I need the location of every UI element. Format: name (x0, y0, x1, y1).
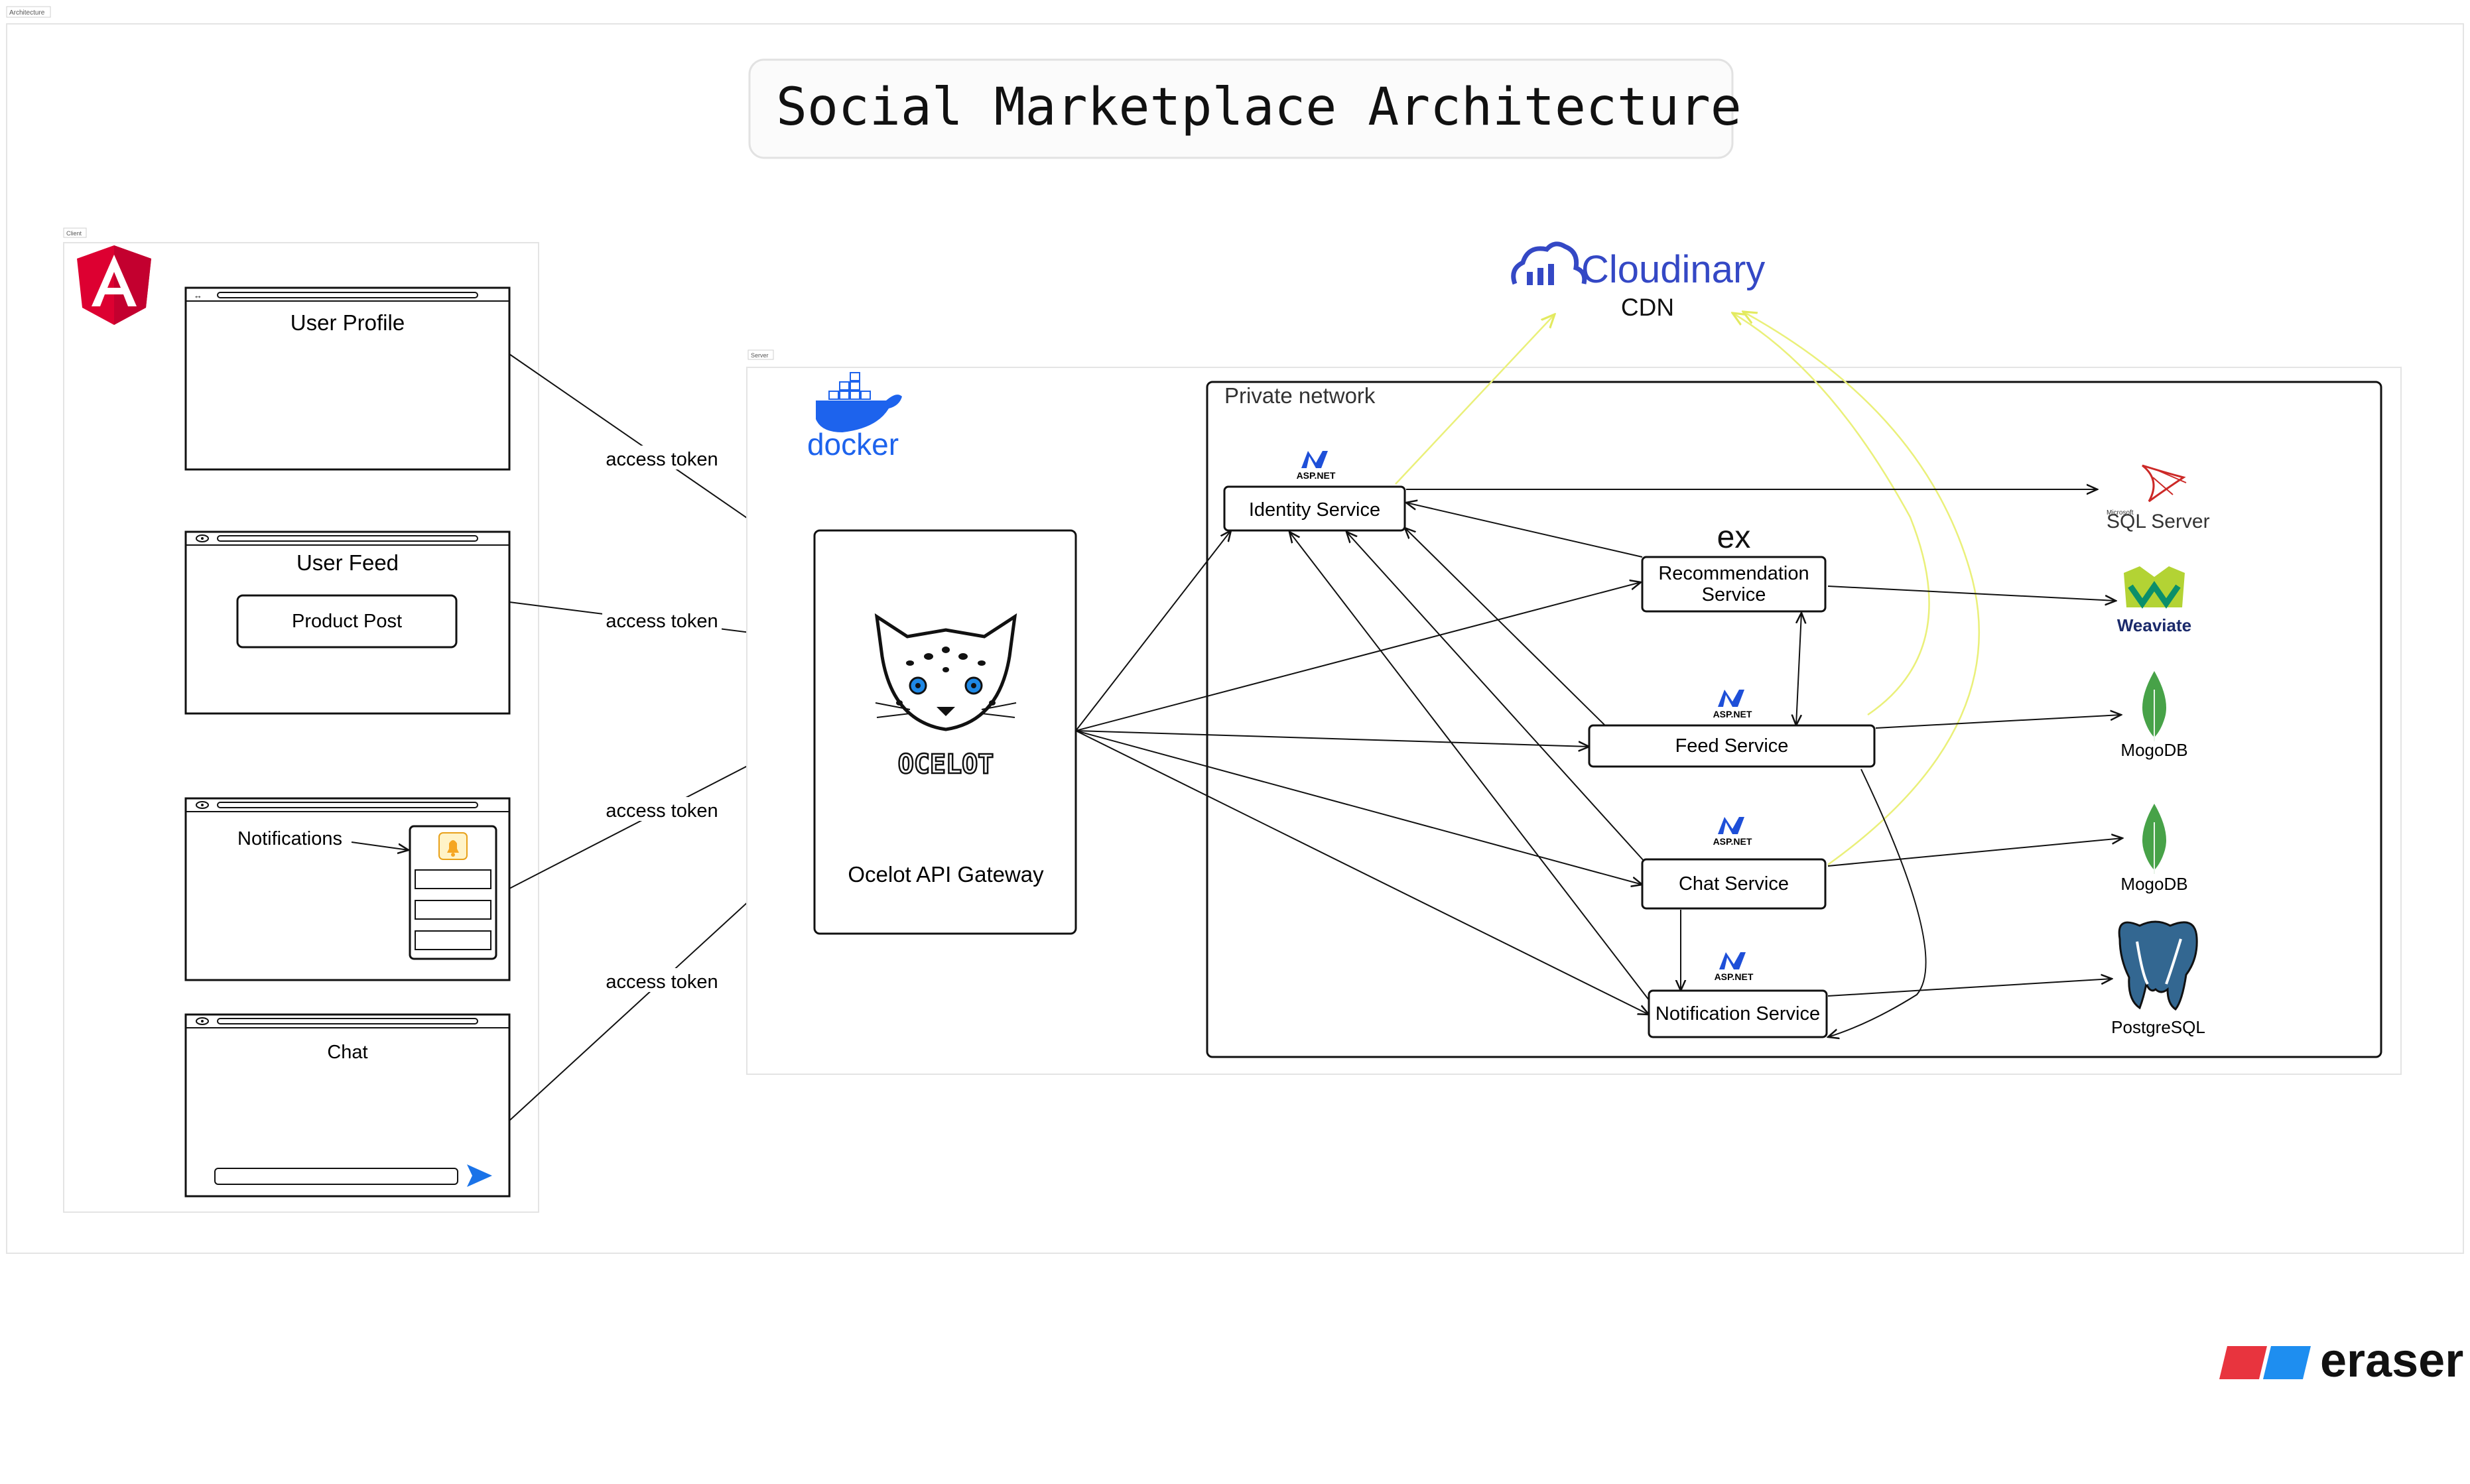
edge-label-token-3: access token (606, 800, 718, 822)
ocelot-gateway[interactable]: OCELOT Ocelot API Gateway (813, 529, 1077, 935)
product-post-card[interactable] (236, 594, 458, 649)
notification-panel (409, 825, 497, 960)
eraser-brand: eraser (2320, 1334, 2463, 1387)
mongodb-2: MogoDB (2120, 804, 2188, 894)
chat-service-label: Chat Service (1679, 873, 1789, 895)
notification-service[interactable]: Notification Service (1648, 989, 1828, 1038)
aspnet-badge: ASP.NET (1713, 690, 1752, 719)
chat-message-input[interactable] (214, 1168, 458, 1185)
private-network-group: Private network (1206, 381, 2382, 1058)
weaviate-label: Weaviate (2117, 615, 2191, 635)
service-edges (1075, 489, 2122, 1037)
sqlserver-label: SQL Server (2107, 511, 2210, 532)
notification-item[interactable] (415, 900, 491, 920)
aspnet-label: ASP.NET (1715, 971, 1754, 982)
recommendation-service-label-1: Recommendation (1658, 563, 1809, 584)
identity-service-label: Identity Service (1249, 499, 1380, 521)
mongodb-2-label: MogoDB (2120, 874, 2187, 894)
user-profile-label: User Profile (291, 310, 405, 335)
private-network-label: Private network (1224, 383, 1376, 408)
mongodb-1-label: MogoDB (2120, 740, 2187, 760)
ocelot-cat-icon (874, 613, 1017, 731)
user-profile-window[interactable]: ↔ User Profile (184, 286, 511, 471)
recommendation-service-label-2: Service (1702, 584, 1766, 605)
notification-item[interactable] (415, 930, 491, 950)
edge-label-token-4: access token (606, 971, 718, 993)
eraser-blue-mark (2263, 1346, 2311, 1379)
mongodb-1: MogoDB (2120, 671, 2188, 760)
title-box: Social Marketplace Architecture (748, 58, 1742, 159)
cdn-edges (1395, 312, 1981, 866)
chat-label: Chat (327, 1042, 367, 1063)
cloudinary-logo: Cloudinary CDN (1511, 241, 1765, 321)
identity-service[interactable]: Identity Service (1223, 485, 1406, 532)
access-token-labels: access token access token access token a… (602, 446, 722, 993)
sqlserver-db: Microsoft SQL Server (2107, 464, 2210, 532)
sqlserver-small-label: Microsoft (2107, 509, 2134, 517)
aspnet-label: ASP.NET (1713, 709, 1752, 719)
recommendation-service[interactable]: Recommendation Service (1641, 556, 1827, 613)
notifications-label: Notifications (237, 828, 342, 849)
send-icon[interactable] (467, 1164, 492, 1187)
docker-logo-icon: docker (807, 372, 902, 462)
edge-label-token-1: access token (606, 449, 718, 470)
weaviate-db: Weaviate (2117, 566, 2191, 635)
feed-service-label: Feed Service (1675, 735, 1789, 757)
user-feed-label: User Feed (296, 550, 399, 575)
cloud-icon (1511, 241, 1587, 285)
address-bar (217, 292, 478, 298)
edge-label-token-2: access token (606, 611, 718, 632)
feed-service[interactable]: Feed Service (1588, 724, 1876, 768)
page-title: Social Marketplace Architecture (776, 78, 1742, 137)
eraser-red-mark (2219, 1346, 2267, 1379)
notification-item[interactable] (415, 869, 491, 889)
server-tag: Server (751, 352, 769, 359)
angular-logo-icon (77, 245, 151, 325)
nav-arrows-icon: ↔ (194, 290, 202, 300)
product-post-label: Product Post (292, 611, 402, 632)
chat-window[interactable]: Chat (184, 1013, 511, 1198)
gateway-label: Ocelot API Gateway (848, 862, 1044, 887)
notifications-window[interactable]: Notifications (184, 797, 511, 981)
aspnet-label: ASP.NET (1297, 470, 1336, 481)
address-bar (217, 535, 478, 542)
eraser-logo: eraser (2219, 1334, 2463, 1387)
aspnet-badge: ASP.NET (1297, 451, 1336, 481)
address-bar (217, 1018, 478, 1024)
canvas-tag: Architecture (9, 9, 45, 17)
cloudinary-brand: Cloudinary (1581, 248, 1765, 291)
notification-service-label: Notification Service (1656, 1003, 1820, 1024)
eye-icon (196, 801, 209, 809)
chat-service[interactable]: Chat Service (1641, 858, 1827, 910)
user-feed-window[interactable]: User Feed Product Post (184, 530, 511, 715)
address-bar (217, 802, 478, 808)
aspnet-badge: ASP.NET (1713, 817, 1752, 847)
cdn-label: CDN (1621, 294, 1674, 321)
aspnet-label: ASP.NET (1713, 836, 1752, 847)
postgresql-label: PostgreSQL (2111, 1017, 2205, 1037)
client-tag: Client (66, 230, 82, 237)
eye-icon (196, 1017, 209, 1025)
postgresql-db: PostgreSQL (2111, 920, 2205, 1037)
elixir-ex-label: ex (1717, 520, 1751, 555)
eye-icon (196, 534, 209, 542)
aspnet-badge: ASP.NET (1715, 952, 1754, 982)
sqlserver-icon (2142, 464, 2186, 503)
ocelot-brand-label: OCELOT (898, 749, 994, 780)
docker-label: docker (807, 427, 899, 462)
